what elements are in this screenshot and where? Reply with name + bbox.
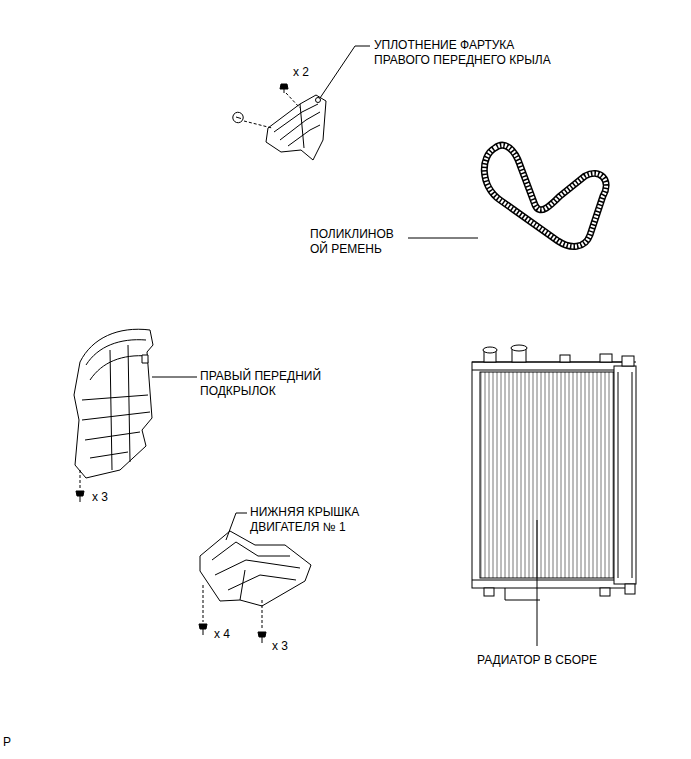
v-ribbed-belt [408, 145, 606, 246]
quantity: x 2 [293, 65, 323, 80]
part-name: ПОЛИКЛИНОВ ОЙ РЕМЕНЬ [310, 227, 405, 257]
quantity: x 3 [272, 639, 302, 654]
fender-apron-seal [233, 46, 370, 160]
quantity: x 4 [214, 627, 244, 642]
part-name: ПРАВЫЙ ПЕРЕДНИЙ ПОДКРЫЛОК [200, 369, 330, 399]
quantity: x 3 [92, 490, 122, 505]
figure-code: P [3, 735, 23, 750]
part-name: РАДИАТОР В СБОРЕ [462, 653, 612, 668]
radiator-assembly [472, 345, 636, 646]
front-fender-liner [74, 329, 197, 502]
part-name: НИЖНЯЯ КРЫШКА ДВИГАТЕЛЯ № 1 [250, 505, 370, 535]
part-name: УПЛОТНЕНИЕ ФАРТУКА ПРАВОГО ПЕРЕДНЕГО КРЫ… [374, 38, 564, 68]
